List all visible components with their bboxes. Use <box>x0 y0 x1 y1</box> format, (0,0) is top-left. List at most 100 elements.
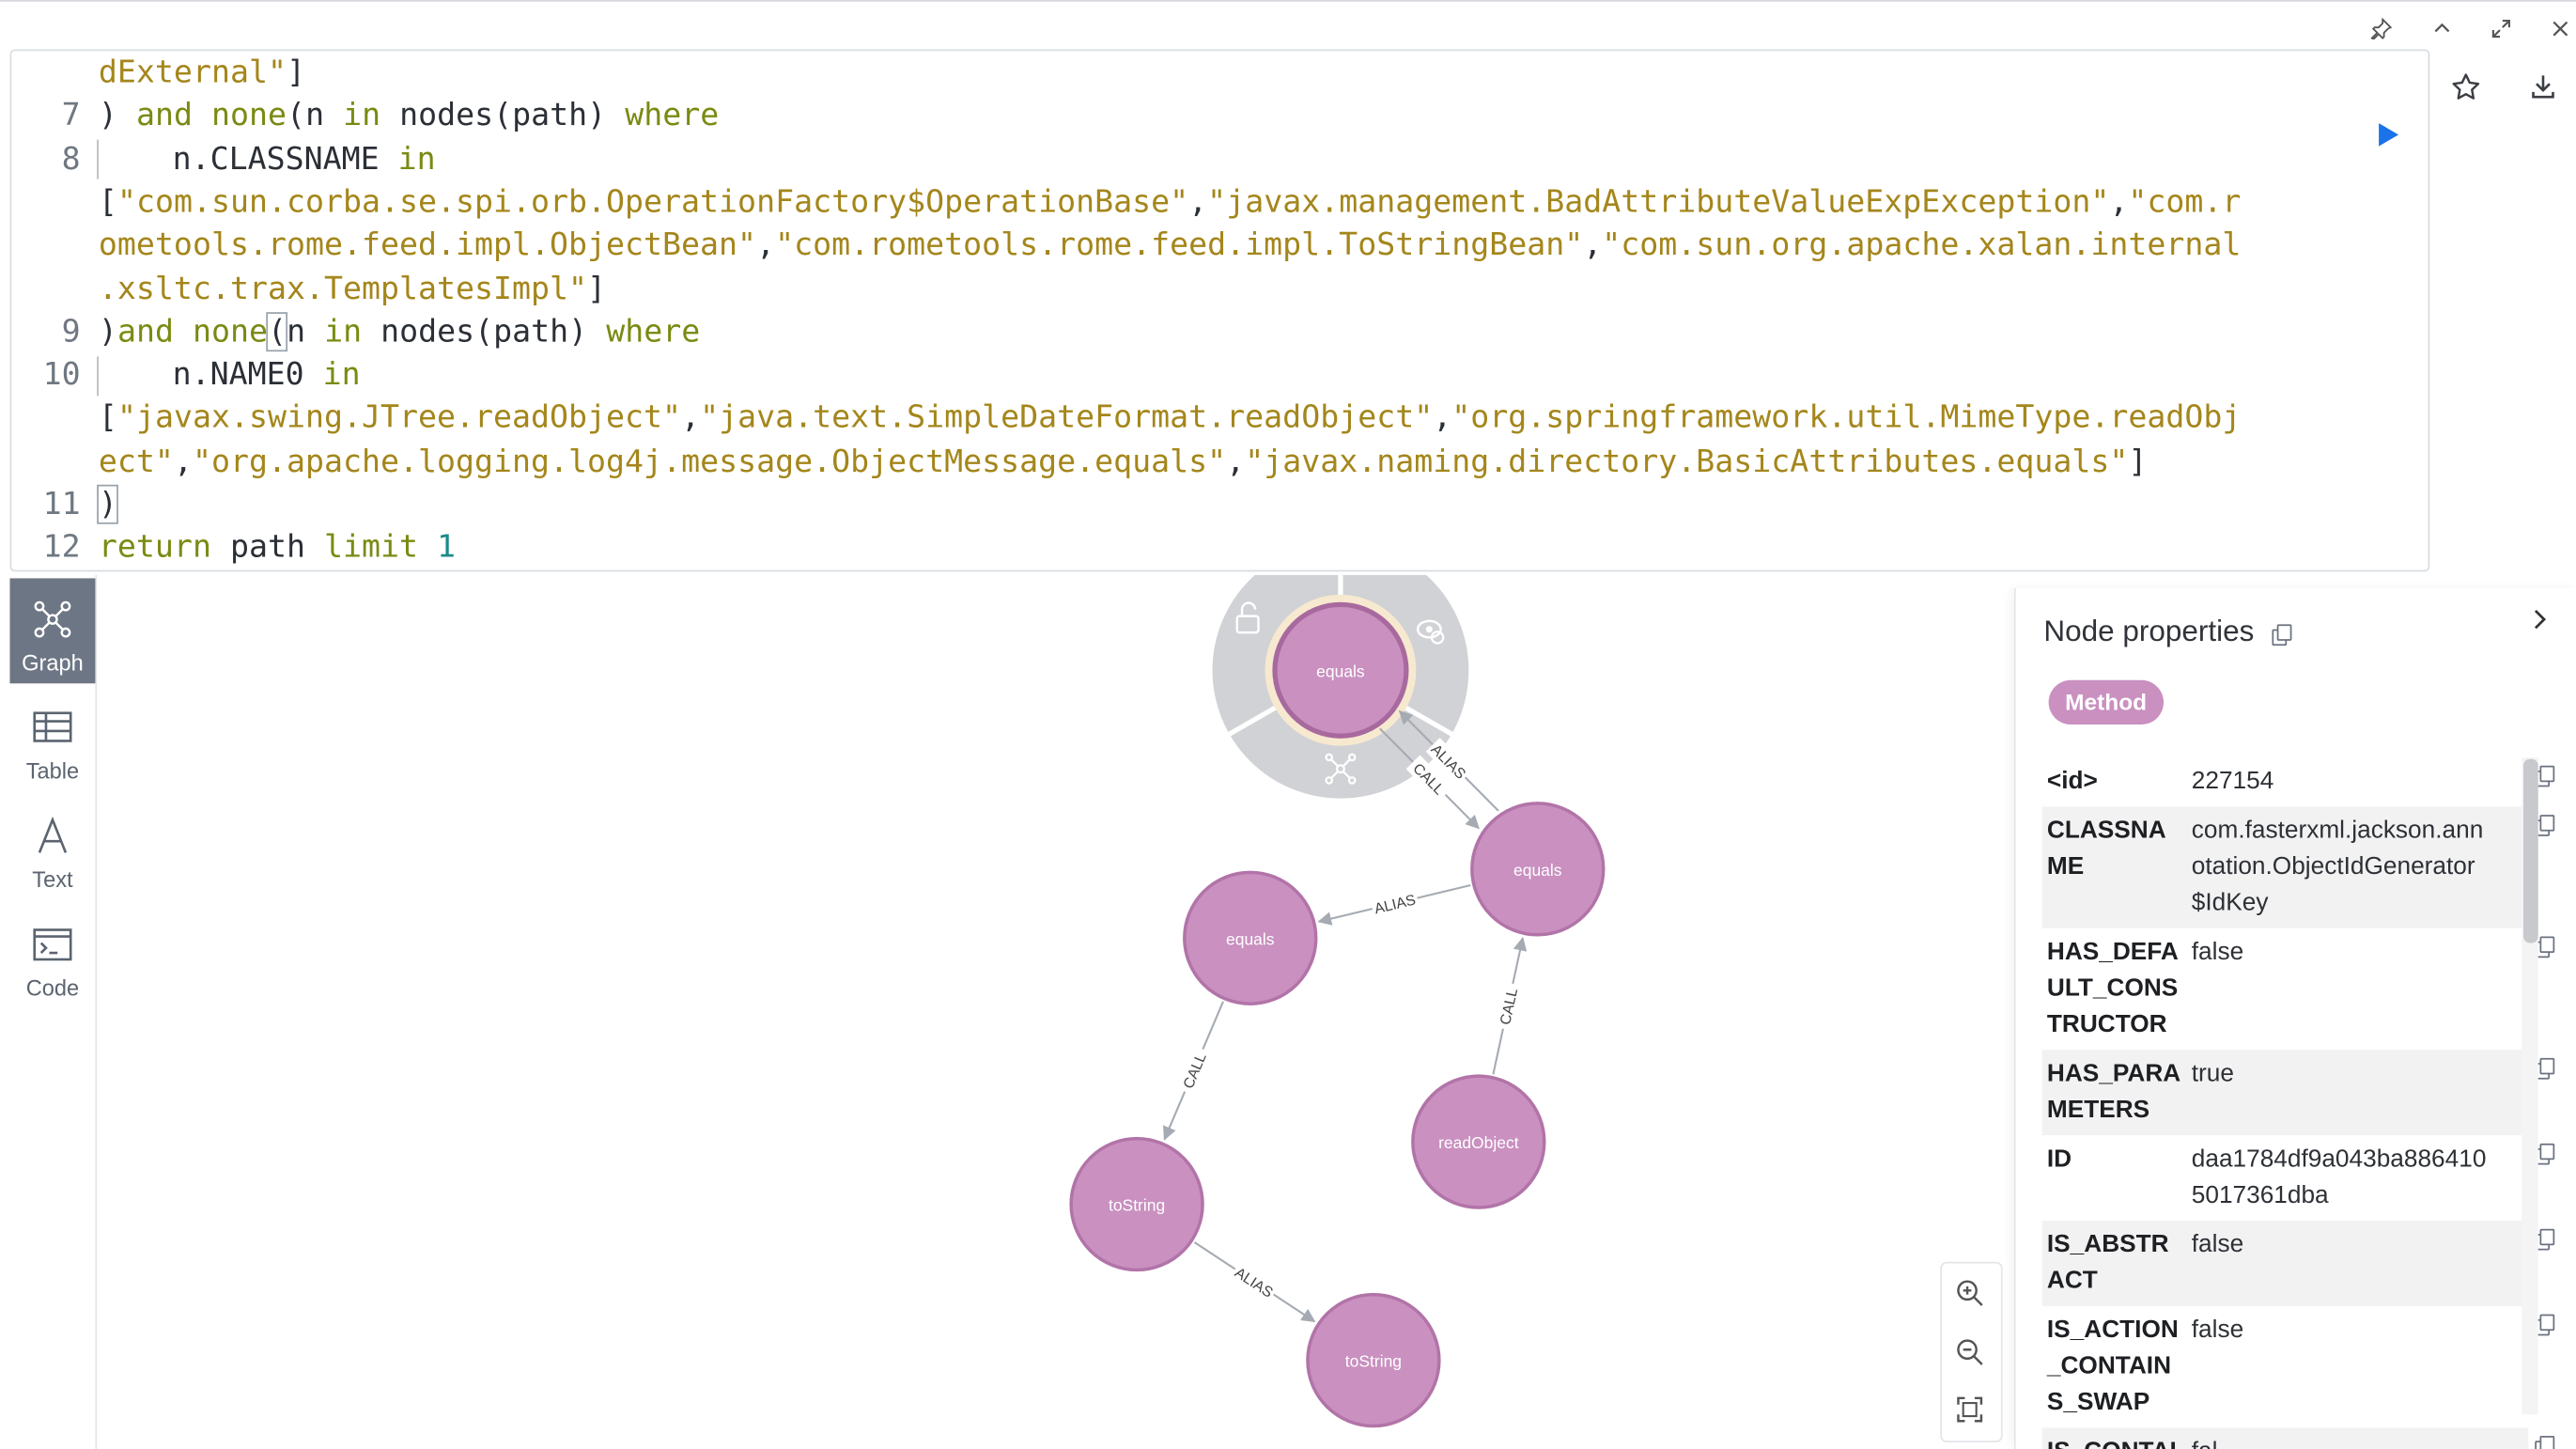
zoom-out-icon[interactable] <box>1955 1337 1988 1370</box>
code-text: .xsltc.trax.TemplatesImpl"] <box>98 270 607 307</box>
line-number: 11 <box>42 486 81 522</box>
property-key: <id> <box>2046 767 2098 796</box>
relationship-call[interactable]: CALL <box>1162 1001 1224 1141</box>
expand-icon[interactable] <box>2484 13 2517 46</box>
pin-icon[interactable] <box>2364 13 2397 46</box>
relationship-alias[interactable]: ALIAS <box>1317 883 1471 926</box>
property-row: CLASSNAME com.fasterxml.jackson.annotatio… <box>2041 806 2555 928</box>
relationship-alias[interactable]: ALIAS <box>1193 1241 1316 1323</box>
graph-node-equals[interactable]: equals <box>1470 802 1606 937</box>
unlock-icon[interactable] <box>1235 601 1260 634</box>
copy-icon[interactable] <box>2535 1057 2555 1080</box>
property-row: IS_CONTAIfal <box>2041 1427 2555 1449</box>
property-value: false <box>2191 938 2244 967</box>
code-text: )and none(n in nodes(path) where <box>98 311 701 351</box>
graph-node-readobject[interactable]: readObject <box>1411 1074 1546 1209</box>
property-key: IS_CONTAI <box>2042 1434 2185 1449</box>
play-icon[interactable] <box>2372 120 2408 156</box>
property-value: com.fasterxml.jackson.annotation.ObjectI… <box>2191 816 2484 917</box>
property-row: HAS_PARAMETERStrue <box>2041 1050 2555 1136</box>
code-text: return path limit 1 <box>98 529 457 566</box>
nodes-layer[interactable]: equals equals equals readObject toString toSt… <box>1069 601 1606 1428</box>
panel-title: Node properties <box>2043 614 2292 649</box>
node-label: equals <box>1513 861 1562 880</box>
sidebar-item-code[interactable]: Code <box>9 904 95 1009</box>
sidebar-item-label: Table <box>25 758 80 784</box>
node-label: readObject <box>1438 1133 1519 1152</box>
zoom-in-icon[interactable] <box>1955 1278 1988 1311</box>
sidebar-item-table[interactable]: Table <box>9 687 95 792</box>
property-key: IS_ABSTRACT <box>2046 1230 2169 1295</box>
hide-icon[interactable] <box>1416 619 1445 645</box>
copy-icon[interactable] <box>2535 815 2555 836</box>
property-row: <id> 227154 <box>2042 757 2555 806</box>
sidebar-item-text[interactable]: Text <box>9 795 95 900</box>
chevron-right-icon[interactable] <box>2528 608 2554 634</box>
property-row: IS_ACTION_CONTAINS_SWAP false <box>2042 1306 2555 1427</box>
line-number: 12 <box>42 529 81 566</box>
panel-title-text: Node properties <box>2043 614 2255 647</box>
sidebar-item-label: Text <box>32 867 73 893</box>
property-value: 227154 <box>2191 767 2274 796</box>
copy-icon[interactable] <box>2535 936 2555 958</box>
code-text: ) and none(n in nodes(path) where <box>98 97 720 134</box>
property-value: daa1784df9a043ba8864105017361dba <box>2191 1145 2487 1209</box>
code-icon <box>33 928 72 961</box>
fit-icon[interactable] <box>1955 1394 1988 1427</box>
graph-node-tostring[interactable]: toString <box>1069 1136 1204 1272</box>
label-badge[interactable]: Method <box>2048 679 2164 725</box>
code-text: n.CLASSNAME in <box>97 137 436 179</box>
relationship-label: ALIAS <box>1373 892 1417 917</box>
line-number: 7 <box>61 97 81 134</box>
code-text: ometools.rome.feed.impl.ObjectBean","com… <box>98 226 2242 264</box>
expand-graph-icon[interactable] <box>1325 753 1357 785</box>
top-border <box>0 0 2576 2</box>
relationship-call[interactable]: CALL <box>1492 936 1528 1075</box>
indent-guide <box>97 355 99 396</box>
sidebar-item-label: Graph <box>22 650 84 676</box>
download-icon[interactable] <box>2528 72 2564 108</box>
sidebar-item-graph[interactable]: Graph <box>9 578 96 684</box>
code-text: ["com.sun.corba.se.spi.orb.OperationFact… <box>98 183 2242 221</box>
property-value: false <box>2191 1316 2244 1345</box>
copy-icon[interactable] <box>2535 1143 2555 1165</box>
star-icon[interactable] <box>2451 72 2487 108</box>
property-key: IS_ACTION_CONTAINS_SWAP <box>2046 1316 2179 1417</box>
code-text: ["javax.swing.JTree.readObject","java.te… <box>98 399 2242 436</box>
node-label: equals <box>1226 929 1275 948</box>
copy-icon[interactable] <box>2272 623 2292 646</box>
close-icon[interactable] <box>2543 13 2576 46</box>
line-number: 8 <box>61 140 81 178</box>
query-editor[interactable]: dExternal"] 7 ) and none(n in nodes(path) … <box>9 49 2430 572</box>
property-row: HAS_DEFAULT_CONSTRUCTORfalse <box>2042 928 2555 1050</box>
property-row: IS_ABSTRACTfalse <box>2041 1220 2555 1306</box>
copy-icon[interactable] <box>2535 1436 2555 1449</box>
result-view-sidebar: Graph Table Text Code <box>7 574 98 1449</box>
property-value: true <box>2191 1059 2234 1088</box>
zoom-controls <box>1940 1261 2003 1443</box>
property-value: fal <box>2185 1434 2488 1449</box>
line-number: 9 <box>61 313 81 351</box>
property-key: CLASSNAME <box>2046 816 2166 881</box>
chevron-up-icon[interactable] <box>2425 13 2458 46</box>
scrollbar-thumb[interactable] <box>2523 758 2538 943</box>
copy-icon[interactable] <box>2535 1228 2555 1251</box>
indent-guide <box>97 139 99 179</box>
graph-icon <box>34 600 71 638</box>
table-icon <box>33 711 72 742</box>
graph-node-equals[interactable]: equals <box>1272 601 1409 739</box>
graph-node-tostring[interactable]: toString <box>1306 1292 1441 1428</box>
node-label: toString <box>1109 1195 1165 1214</box>
code-text: ect","org.apache.logging.log4j.message.O… <box>98 443 2148 479</box>
line-number: 10 <box>42 356 81 394</box>
graph-node-equals[interactable]: equals <box>1183 870 1318 1005</box>
code-text: dExternal"] <box>98 54 305 91</box>
sidebar-item-label: Code <box>25 975 80 1001</box>
node-label: toString <box>1345 1352 1402 1371</box>
